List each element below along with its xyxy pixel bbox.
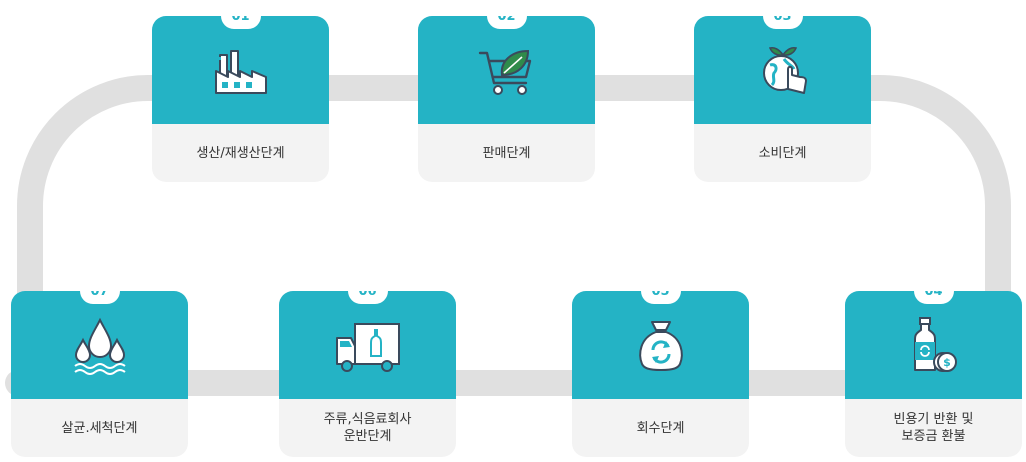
svg-text:$: $: [943, 356, 951, 369]
step-card-03: 03 소비단계: [694, 16, 871, 182]
step-card-02: 02 판매단계: [418, 16, 595, 182]
step-label: 회수단계: [636, 420, 685, 436]
delivery-truck-icon: [333, 310, 403, 380]
step-number-badge: 06: [347, 291, 388, 304]
step-label: 살균.세척단계: [61, 420, 138, 436]
step-label: 생산/재생산단계: [196, 145, 285, 161]
step-label: 빈용기 반환 및 보증금 환불: [893, 412, 974, 444]
factory-icon: [206, 35, 276, 105]
step-number-badge: 02: [486, 16, 527, 29]
water-drops-icon: [65, 310, 135, 380]
step-card-04: 04 $ 빈용기 반환 및 보증금 환불: [845, 291, 1022, 457]
step-number-badge: 04: [913, 291, 954, 304]
step-number-badge: 07: [79, 291, 120, 304]
step-label: 주류,식음료회사 운반단계: [323, 412, 412, 444]
step-card-header: [152, 16, 329, 124]
step-number-badge: 05: [640, 291, 681, 304]
step-number-badge: 01: [220, 16, 261, 29]
recycle-sack-icon: [626, 310, 696, 380]
step-label: 소비단계: [758, 145, 807, 161]
step-card-01: 01 생산/재생산단계: [152, 16, 329, 182]
shopping-cart-leaf-icon: [472, 35, 542, 105]
step-card-05: 05 회수단계: [572, 291, 749, 457]
globe-hand-icon: [748, 35, 818, 105]
step-card-07: 07 살균.세척단계: [11, 291, 188, 457]
bottle-coin-icon: $: [899, 310, 969, 380]
step-number-badge: 03: [762, 16, 803, 29]
step-label: 판매단계: [482, 145, 531, 161]
step-card-06: 06 주류,식음료회사 운반단계: [279, 291, 456, 457]
